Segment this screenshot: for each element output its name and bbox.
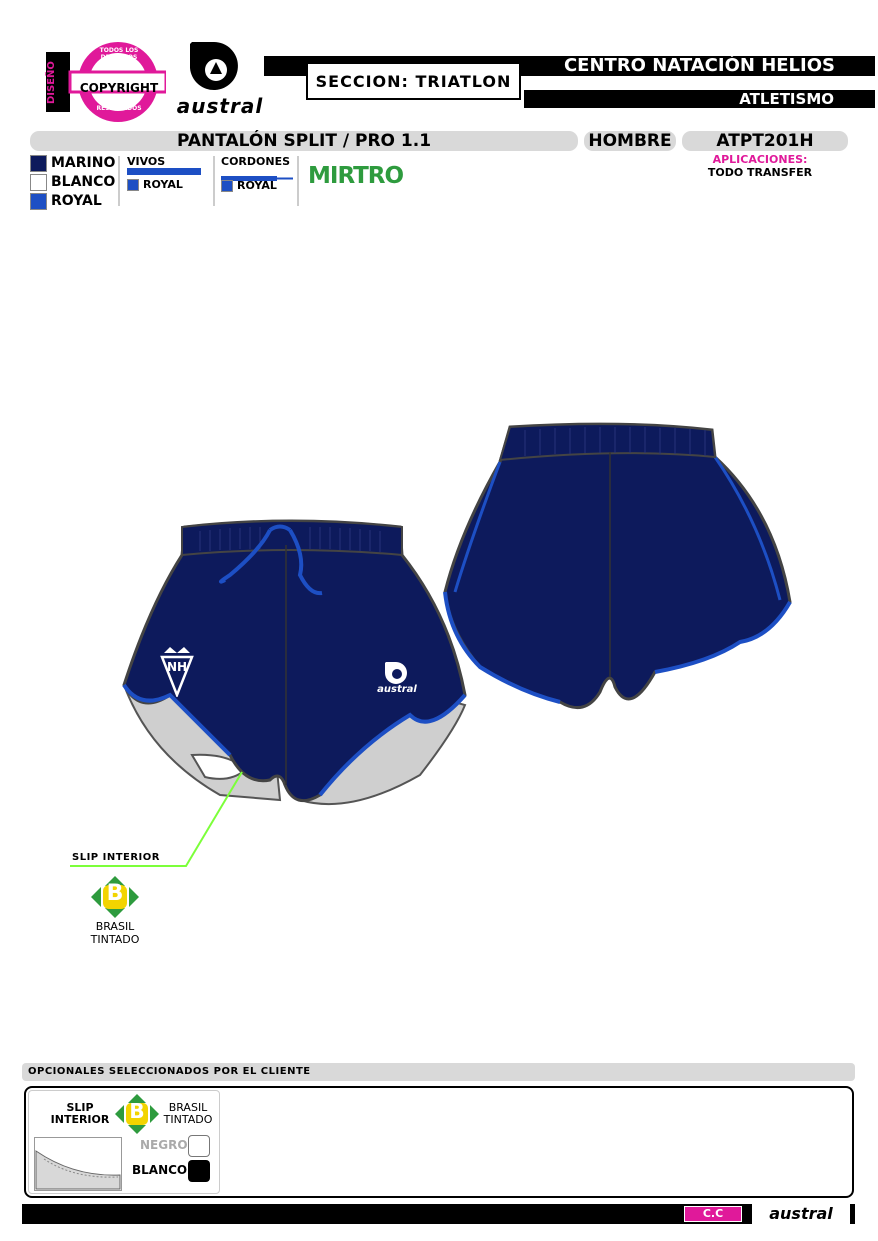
- color-item: ROYAL: [30, 192, 115, 211]
- gender-pill: HOMBRE: [584, 131, 676, 151]
- royal-swatch: [127, 179, 139, 191]
- model-pill: PANTALÓN SPLIT / PRO 1.1: [30, 131, 578, 151]
- options-panel: [24, 1086, 854, 1198]
- options-title-bar: [22, 1063, 855, 1081]
- divider: [118, 156, 120, 206]
- opt-fabric-line2: TINTADO: [163, 1113, 213, 1126]
- color-list: MARINO BLANCO ROYAL: [30, 154, 115, 211]
- model-name: PANTALÓN SPLIT / PRO 1.1: [176, 131, 432, 151]
- product-code: ATPT201H: [716, 131, 814, 151]
- footer-bar: [22, 1204, 855, 1224]
- vivos-color: ROYAL: [127, 178, 183, 191]
- footer-brand: austral: [752, 1204, 850, 1224]
- slip-fabric-line2: TINTADO: [90, 933, 140, 946]
- option-negro-label: NEGRO: [140, 1138, 188, 1152]
- divider: [297, 156, 299, 206]
- royal-swatch: [30, 192, 47, 210]
- opt-slip-line1: SLIP: [66, 1101, 94, 1114]
- option-blanco-label: BLANCO: [132, 1163, 188, 1177]
- sport-name: ATLETISMO: [739, 90, 834, 108]
- opt-brasil-icon-letter: B: [129, 1099, 145, 1123]
- divider: [213, 156, 215, 206]
- cordones-color: ROYAL: [221, 179, 277, 192]
- section-label: SECCION: TRIATLON: [315, 72, 512, 91]
- brasil-icon-letter: B: [106, 881, 124, 906]
- brand-logo-icon: [383, 661, 409, 685]
- color-item: MARINO: [30, 154, 115, 173]
- fabric-name: MIRTRO: [308, 163, 404, 189]
- royal-swatch: [221, 180, 233, 192]
- applications-title: APLICACIONES:: [712, 153, 808, 166]
- stamp-ring-top: TODOS LOS DERECHOS: [99, 47, 139, 61]
- cordones-title: CORDONES: [221, 155, 291, 168]
- copyright-stamp: [46, 42, 168, 122]
- opt-brasil-icon: [115, 1094, 159, 1134]
- applications-value: TODO TRANSFER: [707, 166, 813, 179]
- shorts-back-drawing: [440, 422, 800, 722]
- options-card: [28, 1090, 220, 1194]
- club-crest-icon: [160, 645, 194, 699]
- marino-swatch: [30, 154, 47, 172]
- austral-logo-icon: [186, 40, 242, 96]
- code-pill: ATPT201H: [682, 131, 848, 151]
- option-blanco-checkbox[interactable]: [188, 1160, 210, 1182]
- slip-label: SLIP INTERIOR: [72, 852, 160, 863]
- opt-slip-line2: INTERIOR: [50, 1113, 110, 1126]
- option-negro-checkbox[interactable]: [188, 1135, 210, 1157]
- cc-badge: [684, 1206, 742, 1222]
- stamp-side-text: DISEÑO: [46, 61, 57, 105]
- color-item: BLANCO: [30, 173, 115, 192]
- section-box: [306, 62, 521, 100]
- crest-letters: NH: [166, 660, 188, 674]
- brand-logo-text: austral: [377, 684, 417, 695]
- stamp-center-text: COPYRIGHT: [79, 81, 159, 95]
- header-bottom-bar: [524, 90, 875, 108]
- blanco-swatch: [30, 173, 47, 191]
- options-title: OPCIONALES SELECCIONADOS POR EL CLIENTE: [28, 1066, 311, 1077]
- cc-label: C.C: [702, 1207, 724, 1220]
- slip-callout-line: [70, 770, 250, 870]
- shorts-front-drawing: [110, 515, 475, 825]
- slip-detail-thumbnail: [34, 1137, 122, 1191]
- client-name: CENTRO NATACIÓN HELIOS: [563, 55, 835, 76]
- cordon-icon: [221, 168, 293, 181]
- vivos-title: VIVOS: [127, 155, 166, 168]
- vivos-bar: [127, 168, 201, 175]
- gender-label: HOMBRE: [588, 131, 672, 151]
- slip-fabric-line1: BRASIL: [95, 920, 135, 933]
- stamp-ring-bottom: RESERVADOS: [96, 105, 142, 112]
- opt-fabric-line1: BRASIL: [168, 1101, 208, 1114]
- austral-wordmark: austral: [176, 94, 264, 118]
- brasil-fabric-icon: [91, 876, 139, 918]
